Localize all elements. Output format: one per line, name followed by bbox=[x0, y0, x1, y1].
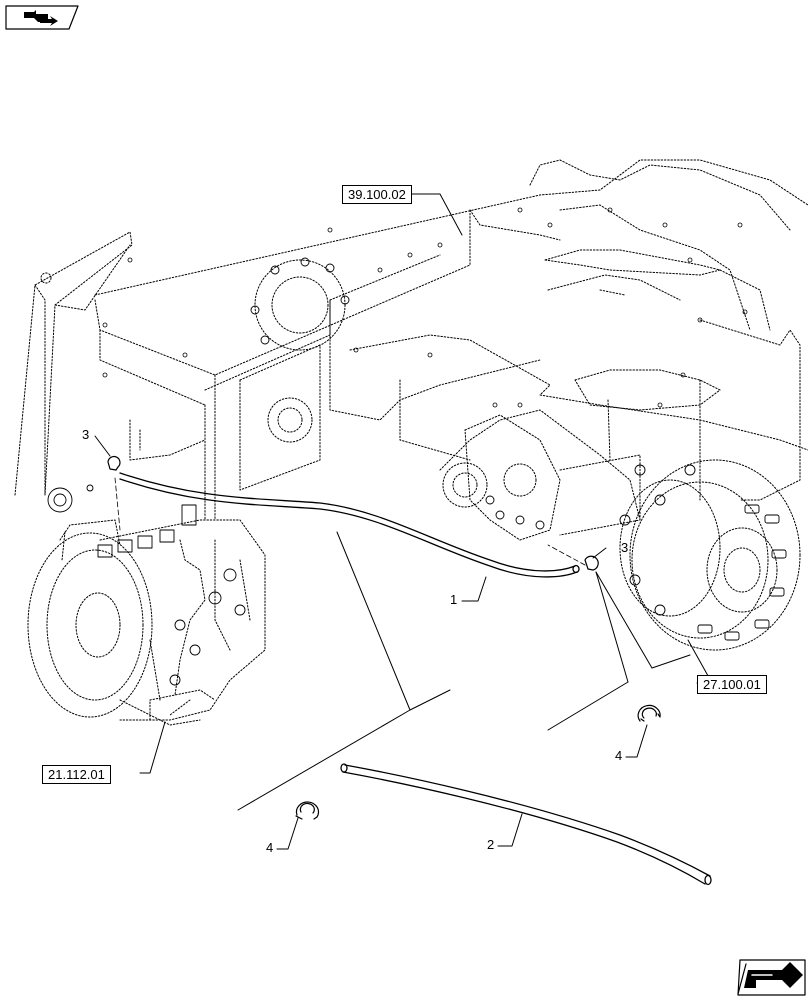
chassis-frame-drawing bbox=[14, 159, 808, 521]
previous-page-arrow-icon[interactable] bbox=[5, 5, 79, 30]
hose-part-2 bbox=[340, 763, 712, 886]
front-axle-drawing bbox=[439, 409, 801, 651]
callout-part-4-left[interactable]: 4 bbox=[266, 840, 274, 855]
rear-axle-drum-drawing bbox=[239, 257, 350, 491]
reference-frame-39-100-02[interactable]: 39.100.02 bbox=[342, 185, 412, 204]
reference-axle-27-100-01[interactable]: 27.100.01 bbox=[697, 675, 767, 694]
callout-part-2[interactable]: 2 bbox=[487, 837, 495, 852]
hose-pipe-part-1 bbox=[119, 472, 580, 578]
hose-clamp-part-3 bbox=[107, 456, 599, 571]
transmission-drawing bbox=[27, 484, 266, 726]
hose-clip-part-4 bbox=[295, 704, 661, 820]
callout-part-1[interactable]: 1 bbox=[450, 592, 458, 607]
callout-part-4-right[interactable]: 4 bbox=[615, 748, 623, 763]
reference-transmission-21-112-01[interactable]: 21.112.01 bbox=[42, 765, 111, 784]
next-page-arrow-icon[interactable] bbox=[737, 959, 806, 996]
callout-part-3-left[interactable]: 3 bbox=[82, 427, 90, 442]
leader-lines bbox=[94, 193, 713, 850]
callout-part-3-right[interactable]: 3 bbox=[621, 540, 629, 555]
